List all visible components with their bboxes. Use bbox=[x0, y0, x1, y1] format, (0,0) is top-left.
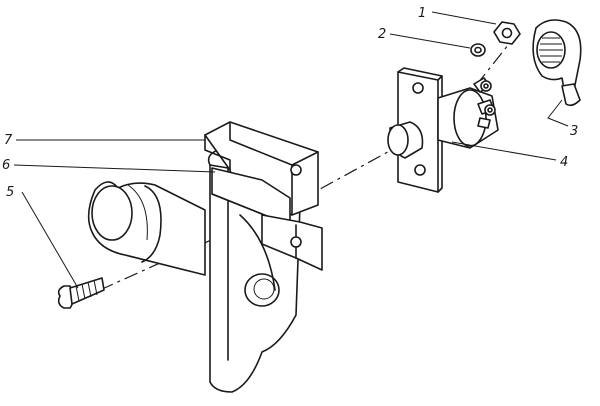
callout-3: 3 bbox=[570, 124, 578, 139]
leader-5 bbox=[21, 191, 79, 289]
callout-6: 6 bbox=[2, 158, 10, 173]
washer bbox=[470, 43, 486, 57]
fixing-screw bbox=[57, 277, 105, 309]
hex-nut bbox=[493, 21, 521, 45]
bracket-arm-upper bbox=[204, 121, 319, 216]
callout-5: 5 bbox=[6, 185, 14, 200]
callout-4: 4 bbox=[560, 155, 568, 170]
terminal-upper bbox=[473, 77, 492, 93]
leader-1 bbox=[431, 11, 497, 25]
push-switch bbox=[387, 67, 499, 193]
mounting-pillar bbox=[87, 181, 206, 276]
callout-7: 7 bbox=[4, 133, 13, 148]
bracket-tab-lower bbox=[261, 214, 323, 271]
leader-3 bbox=[547, 99, 569, 127]
callout-2: 2 bbox=[378, 27, 386, 42]
rubber-cap bbox=[532, 19, 582, 107]
terminal-lower bbox=[477, 99, 496, 129]
leader-2 bbox=[389, 33, 471, 49]
leader-4 bbox=[451, 141, 557, 161]
callout-1: 1 bbox=[418, 6, 426, 21]
leader-6 bbox=[13, 164, 216, 173]
